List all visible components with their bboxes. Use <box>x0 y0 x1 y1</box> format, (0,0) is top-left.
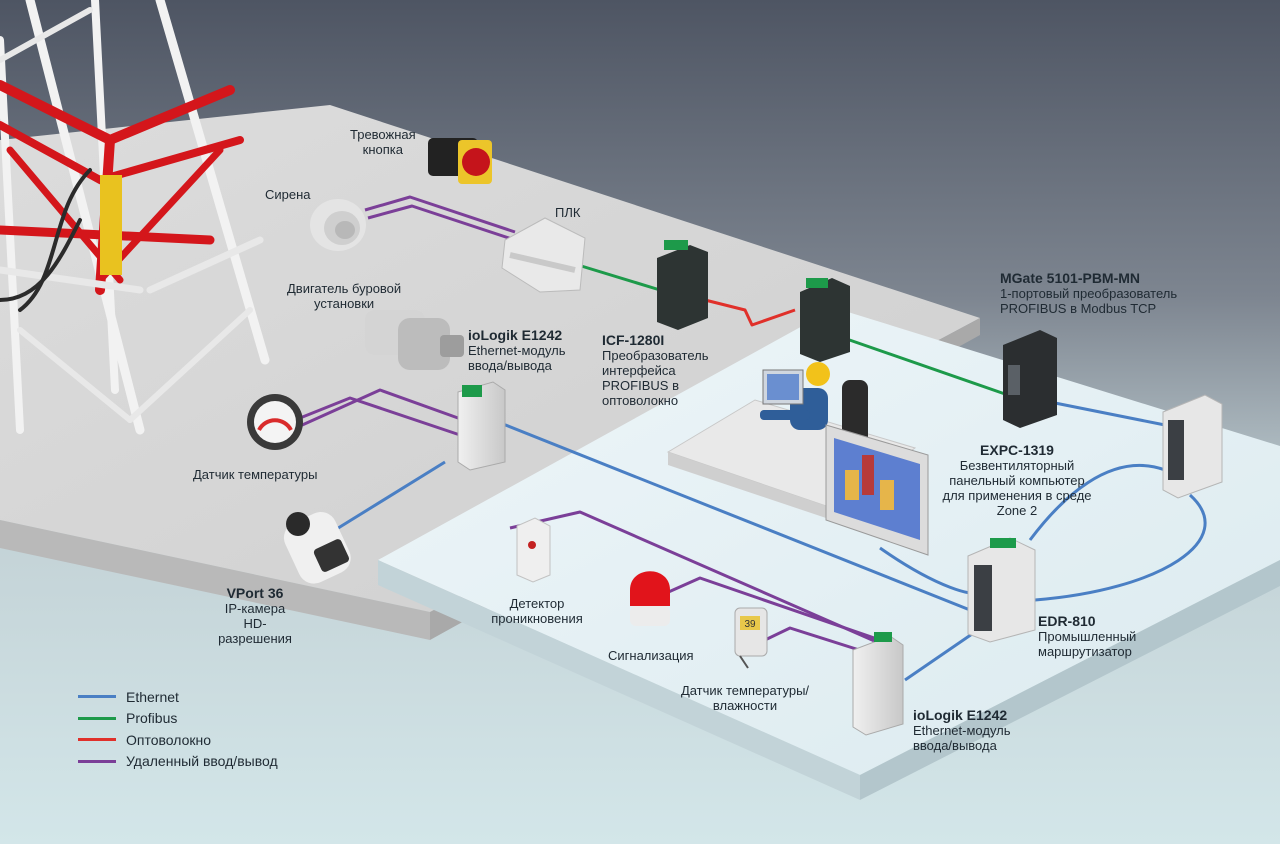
edr-desc: Промышленный маршрутизатор <box>1038 629 1137 659</box>
icf-1280i-second-device <box>800 278 850 362</box>
iologik-bottom-device <box>852 632 904 736</box>
indoor-platform <box>378 308 1280 800</box>
thermo-display-text: 39 <box>744 619 756 630</box>
ethernet-line <box>492 418 976 614</box>
icf-1280i-device <box>657 240 708 330</box>
drill-motor-device <box>365 310 464 370</box>
label-signal: Сигнализация <box>608 648 694 663</box>
operator-monitor <box>762 369 804 405</box>
thermo-hygrometer: 39 <box>734 607 768 669</box>
plc-device <box>501 217 586 293</box>
remote-io-line <box>764 626 876 657</box>
label-temp-humidity: Датчик температуры/ влажности <box>680 683 810 713</box>
remote-io-line <box>299 396 461 437</box>
icf-name: ICF-1280I <box>602 332 665 348</box>
vport-name: VPort 36 <box>226 585 284 601</box>
expc-name: EXPC-1319 <box>980 442 1054 458</box>
expc-desc: Безвентиляторный панельный компьютер для… <box>942 458 1092 518</box>
intrusion-detector <box>516 517 551 583</box>
vport-desc: IP-камера HD-разрешения <box>218 601 292 646</box>
remote-io-line <box>367 204 516 242</box>
legend-item-ethernet: Ethernet <box>78 686 278 708</box>
iologik-top-name: ioLogik E1242 <box>468 327 563 343</box>
label-alarm-button: Тревожная кнопка <box>350 127 416 157</box>
ethernet-line <box>1034 493 1207 602</box>
connection-lines <box>299 195 1207 682</box>
edr-810-device <box>967 537 1036 643</box>
legend-label: Удаленный ввод/вывод <box>126 753 278 770</box>
profibus-line <box>577 263 661 292</box>
label-edr-810: EDR-810 Промышленный маршрутизатор <box>1038 613 1137 660</box>
label-icf-1280i: ICF-1280I Преобразователь интерфейса PRO… <box>602 332 709 409</box>
legend-swatch <box>78 716 116 720</box>
ethernet-line <box>1039 398 1166 427</box>
iologik-bottom-name: ioLogik E1242 <box>913 707 1008 723</box>
siren-device <box>310 199 366 251</box>
ethernet-line <box>334 460 446 532</box>
mgate-name: MGate 5101-PBM-MN <box>1000 270 1141 286</box>
icf-desc: Преобразователь интерфейса PROFIBUS в оп… <box>602 348 709 408</box>
fiber-line <box>704 298 796 327</box>
label-iologik-bottom: ioLogik E1242 Ethernet-модуль ввода/выво… <box>913 707 1011 754</box>
drilling-tower <box>0 0 270 435</box>
alarm-button-device <box>428 138 492 184</box>
temp-sensor-device <box>247 394 303 450</box>
edr-name: EDR-810 <box>1038 613 1096 629</box>
legend-swatch <box>78 738 116 742</box>
label-intrusion: Детектор проникновения <box>491 596 583 626</box>
ethernet-line <box>1028 463 1166 541</box>
remote-io-line <box>299 388 459 428</box>
signal-beacon <box>630 571 670 626</box>
vport-camera-device <box>283 511 351 584</box>
label-temp-sensor: Датчик температуры <box>193 467 318 482</box>
switch-right-device <box>1162 394 1223 499</box>
remote-io-line <box>364 195 516 234</box>
legend-label: Profibus <box>126 710 178 727</box>
legend-item-fiber: Оптоволокно <box>78 729 278 751</box>
legend-label: Оптоволокно <box>126 731 212 748</box>
label-drill-motor: Двигатель буровой установки <box>287 281 402 311</box>
label-siren: Сирена <box>265 187 311 202</box>
label-mgate: MGate 5101-PBM-MN 1-портовый преобразова… <box>1000 270 1178 317</box>
label-vport: VPort 36 IP-камера HD-разрешения <box>210 585 300 647</box>
iologik-bottom-desc: Ethernet-модуль ввода/вывода <box>913 723 1011 753</box>
mgate-device <box>1003 330 1057 428</box>
legend-swatch <box>78 695 116 699</box>
legend-item-remote-io: Удаленный ввод/вывод <box>78 751 278 773</box>
legend: Ethernet Profibus Оптоволокно Удаленный … <box>78 686 278 772</box>
iologik-top-device <box>457 381 506 471</box>
profibus-line <box>837 334 1006 396</box>
label-iologik-top: ioLogik E1242 Ethernet-модуль ввода/выво… <box>468 327 566 374</box>
label-plc: ПЛК <box>555 205 581 220</box>
mgate-desc: 1-портовый преобразователь PROFIBUS в Mo… <box>1000 286 1178 316</box>
ethernet-line <box>904 630 976 682</box>
label-expc: EXPC-1319 Безвентиляторный панельный ком… <box>932 442 1102 519</box>
expc-panel-computer <box>825 424 929 556</box>
legend-swatch <box>78 759 116 763</box>
iologik-top-desc: Ethernet-модуль ввода/вывода <box>468 343 566 373</box>
legend-item-profibus: Profibus <box>78 708 278 730</box>
legend-label: Ethernet <box>126 688 179 705</box>
